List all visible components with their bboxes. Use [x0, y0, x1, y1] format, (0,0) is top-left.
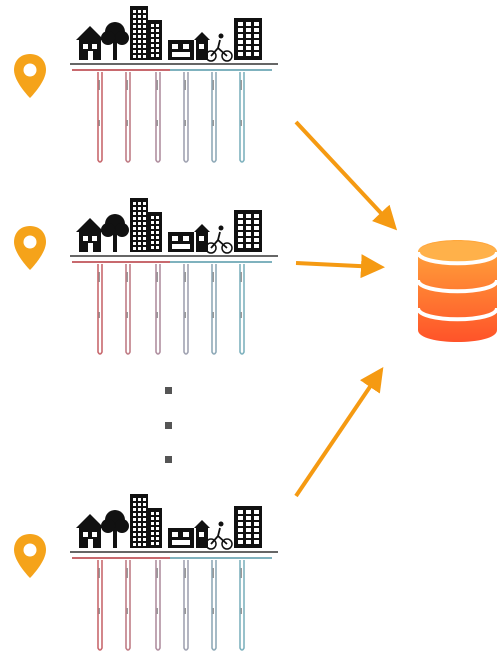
borehole-loop — [239, 72, 245, 163]
arrow-3 — [294, 367, 384, 498]
cyclist-icon — [205, 521, 233, 550]
arrow-2 — [295, 254, 385, 279]
city-borehole-scene-2 — [70, 198, 278, 355]
tree-icon — [101, 510, 129, 548]
apartment-icon — [234, 210, 262, 252]
house-icon — [194, 32, 210, 60]
tower-icon — [130, 494, 148, 548]
house-icon — [76, 26, 104, 60]
borehole-loop — [183, 560, 189, 651]
shop-icon — [168, 528, 194, 548]
borehole-loop — [239, 560, 245, 651]
city-borehole-scene-3 — [70, 494, 278, 651]
shop-icon — [168, 232, 194, 252]
borehole-loop — [97, 264, 103, 355]
borehole-loop — [97, 560, 103, 651]
tree-icon — [101, 214, 129, 252]
shop-icon — [168, 40, 194, 60]
city-borehole-scene-1 — [70, 6, 278, 163]
location-pin-icon — [14, 54, 46, 98]
borehole-loop — [183, 264, 189, 355]
borehole-loop — [125, 560, 131, 651]
tower-icon — [148, 508, 162, 548]
tower-icon — [148, 20, 162, 60]
apartment-icon — [234, 18, 262, 60]
database-icon — [418, 240, 497, 342]
house-icon — [194, 520, 210, 548]
cyclist-icon — [205, 33, 233, 62]
borehole-loop — [125, 72, 131, 163]
borehole-loop — [239, 264, 245, 355]
borehole-loop — [155, 264, 161, 355]
apartment-icon — [234, 506, 262, 548]
tower-icon — [130, 6, 148, 60]
borehole-loop — [155, 560, 161, 651]
house-icon — [76, 514, 104, 548]
house-icon — [194, 224, 210, 252]
house-icon — [76, 218, 104, 252]
vertical-ellipsis — [165, 387, 172, 463]
tower-icon — [148, 212, 162, 252]
borehole-loop — [211, 264, 217, 355]
borehole-loop — [155, 72, 161, 163]
location-pin-icon — [14, 534, 46, 578]
cyclist-icon — [205, 225, 233, 254]
borehole-loop — [211, 72, 217, 163]
arrow-1 — [294, 120, 398, 231]
borehole-loop — [211, 560, 217, 651]
tower-icon — [130, 198, 148, 252]
borehole-loop — [125, 264, 131, 355]
borehole-loop — [97, 72, 103, 163]
borehole-loop — [183, 72, 189, 163]
tree-icon — [101, 22, 129, 60]
location-pin-icon — [14, 226, 46, 270]
